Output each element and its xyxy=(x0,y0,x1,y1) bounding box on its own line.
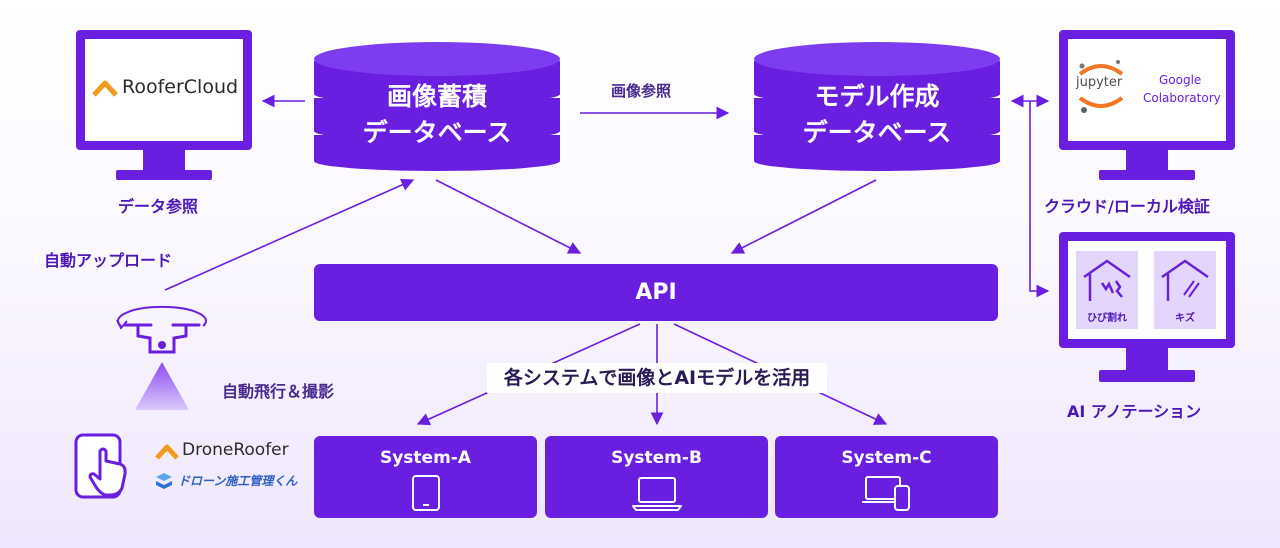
roofercloud-logo-text: RooferCloud xyxy=(122,76,239,98)
arrow-auto-upload xyxy=(164,178,415,291)
droneroofer-logo-text: DroneRoofer xyxy=(182,440,289,460)
system-a-box: System-A xyxy=(314,436,537,518)
system-c-name: System-C xyxy=(841,448,932,468)
image-database: 画像蓄積 データベース xyxy=(314,35,560,171)
data-reference-label: データ参照 xyxy=(118,197,199,216)
arrow-imagedb-to-api xyxy=(435,179,582,254)
image-db-title-line2: データベース xyxy=(362,118,512,147)
ai-annotation-label: AI アノテーション xyxy=(1067,402,1202,421)
colab-logo-line1: Google xyxy=(1159,73,1202,87)
arrow-modeldb-to-api xyxy=(730,179,877,254)
annotation-scratch-label: キズ xyxy=(1175,313,1195,324)
tablet-icon xyxy=(412,475,440,511)
image-reference-label: 画像参照 xyxy=(611,82,672,100)
system-a-name: System-A xyxy=(379,448,472,468)
connector-to-annotation xyxy=(1029,101,1050,298)
droneroofer-logo-icon xyxy=(155,444,179,460)
system-c-box: System-C xyxy=(775,436,998,518)
model-database: モデル作成 データベース xyxy=(754,35,1000,171)
annotation-tile-scratch: キズ xyxy=(1154,251,1216,329)
colab-logo-line2: Colaboratory xyxy=(1143,91,1221,105)
system-b-box: System-B xyxy=(545,436,768,518)
laptop-phone-icon xyxy=(862,476,910,511)
use-ai-caption: 各システムで画像とAIモデルを活用 xyxy=(487,363,827,393)
api-bar: API xyxy=(314,264,998,321)
cloud-local-label: クラウド/ローカル検証 xyxy=(1044,197,1210,216)
database-cylinder-icon xyxy=(314,42,560,171)
roofercloud-monitor: RooferCloud xyxy=(76,30,252,180)
jupyter-logo-icon xyxy=(1078,60,1124,113)
house-crack-icon xyxy=(1083,259,1131,301)
drone-management-logo-icon xyxy=(156,473,172,489)
jupyter-logo-text: jupyter xyxy=(1076,75,1123,90)
annotation-crack-label: ひび割れ xyxy=(1087,313,1127,324)
database-cylinder-icon xyxy=(754,42,1000,171)
phone-tap-icon xyxy=(74,433,127,499)
model-db-title-line1: モデル作成 xyxy=(814,82,940,111)
drone-icon xyxy=(116,305,207,410)
system-b-name: System-B xyxy=(611,448,702,468)
house-scratch-icon xyxy=(1161,259,1209,301)
auto-flight-label: 自動飛行＆撮影 xyxy=(222,382,335,401)
model-db-title-line2: データベース xyxy=(802,118,952,147)
drone-management-logo-text: ドローン施工管理くん xyxy=(178,474,298,488)
roofercloud-logo-icon xyxy=(92,80,118,97)
image-db-title-line1: 画像蓄積 xyxy=(386,82,487,111)
jupyter-colab-monitor: jupyter Google Colaboratory xyxy=(1059,30,1235,180)
laptop-icon xyxy=(632,477,682,511)
auto-upload-label: 自動アップロード xyxy=(44,251,173,270)
annotation-tile-crack: ひび割れ xyxy=(1076,251,1138,329)
